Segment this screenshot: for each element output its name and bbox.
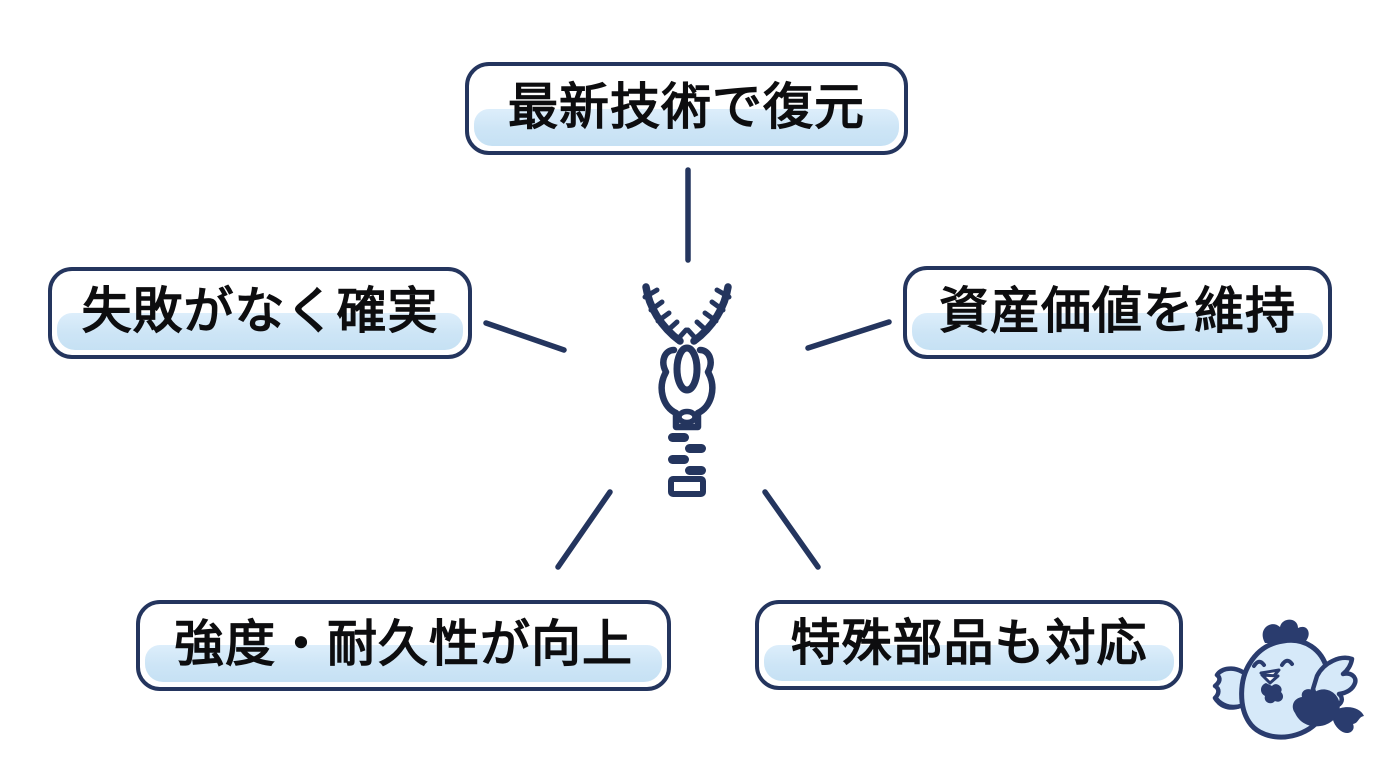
connector-bottom-right [762, 489, 821, 570]
node-bottom-left-box: 強度・耐久性が向上 [136, 600, 671, 691]
zipper-icon [642, 283, 732, 497]
pill-highlight [145, 645, 662, 682]
pill-highlight [764, 644, 1174, 681]
connector-left [483, 320, 567, 353]
node-bottom-right-box: 特殊部品も対応 [755, 600, 1183, 690]
pill-highlight [474, 108, 899, 146]
connector-bottom-left [555, 489, 613, 570]
node-top-box: 最新技術で復元 [465, 62, 908, 155]
node-bottom-left-label: 強度・耐久性が向上 [174, 615, 633, 672]
node-left-label: 失敗がなく確実 [81, 283, 439, 339]
connector-right [805, 319, 892, 351]
node-top-label: 最新技術で復元 [508, 78, 865, 135]
node-left-box: 失敗がなく確実 [48, 267, 472, 359]
node-bottom-right-label: 特殊部品も対応 [790, 615, 1148, 671]
node-right-label: 資産価値を維持 [939, 282, 1296, 339]
pill-highlight [912, 312, 1323, 350]
pill-highlight [57, 313, 463, 350]
chicken-mascot-icon [1212, 619, 1364, 740]
node-right-box: 資産価値を維持 [903, 266, 1332, 359]
